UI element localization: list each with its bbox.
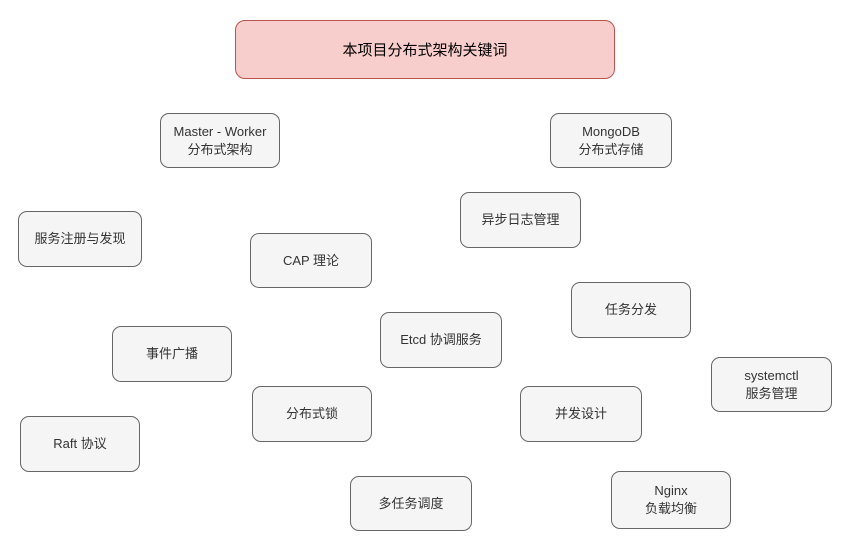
node-label: 异步日志管理 bbox=[481, 212, 560, 227]
node-async-log: 异步日志管理 bbox=[460, 192, 581, 248]
node-label: MongoDB bbox=[582, 123, 640, 139]
node-label: 服务管理 bbox=[745, 385, 798, 401]
node-label: Nginx bbox=[654, 483, 688, 498]
node-label: 事件广播 bbox=[145, 346, 198, 361]
diagram-title-label: 本项目分布式架构关键词 bbox=[342, 42, 508, 59]
node-label: systemctl bbox=[744, 367, 799, 383]
node-label: 负载均衡 bbox=[644, 501, 697, 516]
node-event-broadcast: 事件广播 bbox=[112, 326, 232, 382]
node-dist-lock: 分布式锁 bbox=[252, 386, 372, 442]
node-label: 分布式锁 bbox=[285, 406, 338, 421]
node-systemctl: systemctl 服务管理 bbox=[711, 357, 832, 412]
node-label: 多任务调度 bbox=[378, 495, 444, 511]
node-service-registry: 服务注册与发现 bbox=[18, 211, 142, 267]
node-label: Master - Worker bbox=[173, 123, 267, 139]
node-mongodb: MongoDB 分布式存储 bbox=[550, 113, 672, 168]
node-label: 服务注册与发现 bbox=[34, 231, 126, 246]
node-multi-task: 多任务调度 bbox=[350, 476, 472, 531]
node-label: CAP 理论 bbox=[282, 252, 340, 268]
node-cap-theory: CAP 理论 bbox=[250, 233, 372, 288]
node-label: Raft 协议 bbox=[53, 436, 107, 451]
node-master-worker: Master - Worker 分布式架构 bbox=[160, 113, 280, 168]
diagram-title-node: 本项目分布式架构关键词 bbox=[235, 20, 615, 79]
node-label: 分布式架构 bbox=[187, 141, 253, 157]
node-raft: Raft 协议 bbox=[20, 416, 140, 472]
node-concurrency: 并发设计 bbox=[520, 386, 642, 442]
node-label: 并发设计 bbox=[554, 406, 607, 421]
node-label: 任务分发 bbox=[604, 302, 657, 317]
node-label: Etcd 协调服务 bbox=[400, 332, 482, 347]
node-label: 分布式存储 bbox=[578, 141, 644, 157]
node-nginx: Nginx 负载均衡 bbox=[611, 471, 731, 529]
node-task-dispatch: 任务分发 bbox=[571, 282, 691, 338]
node-etcd: Etcd 协调服务 bbox=[380, 312, 502, 368]
